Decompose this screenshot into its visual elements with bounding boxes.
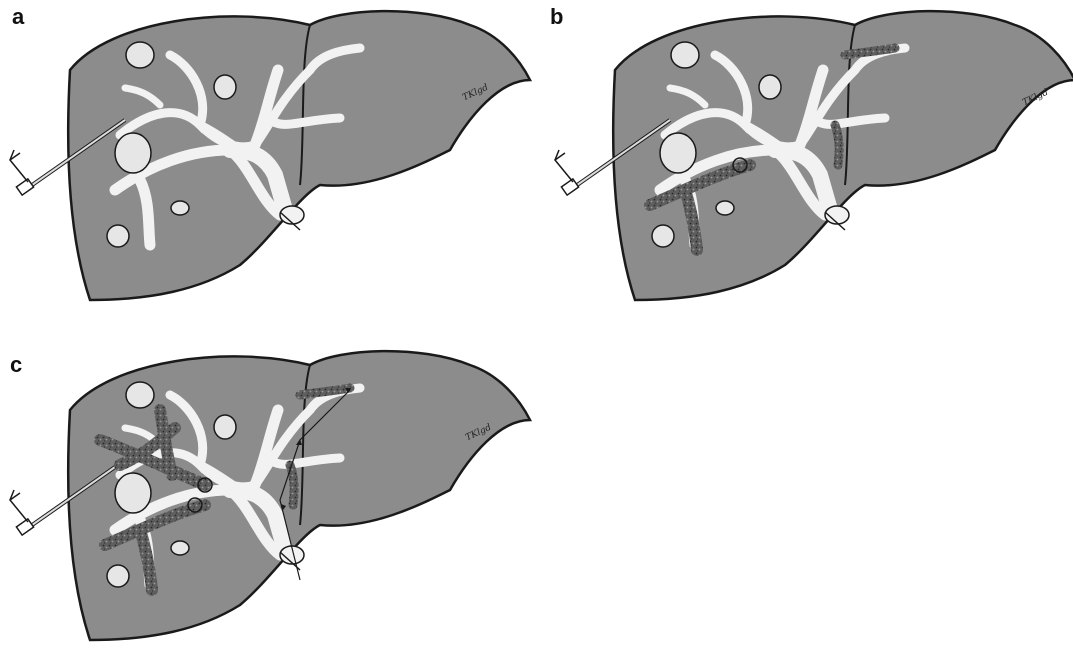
liver-diagram-b xyxy=(545,0,1073,310)
thrombus-middle xyxy=(835,125,839,165)
panel-label-c: c xyxy=(10,352,22,378)
liver-diagram-a xyxy=(0,0,540,310)
panel-b: b TKlgd xyxy=(545,0,1073,310)
thrombus-middle xyxy=(290,465,294,505)
panel-label-a: a xyxy=(12,4,24,30)
panel-label-b: b xyxy=(550,4,563,30)
panel-c: c TKlgd xyxy=(0,340,540,650)
panel-a: a TKlgd xyxy=(0,0,540,310)
liver-diagram-c xyxy=(0,340,540,650)
